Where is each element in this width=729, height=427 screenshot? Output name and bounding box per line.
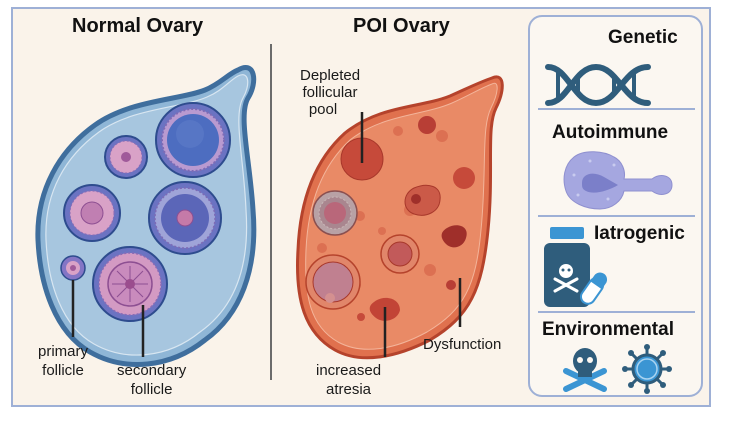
label-line: primary <box>38 343 89 360</box>
causes-panel: Genetic Autoimmune Iatrogenic Environmen… <box>528 15 703 397</box>
antral-follicle-2 <box>148 181 222 255</box>
normal-ovary-title: Normal Ovary <box>72 15 204 37</box>
poison-bottle-pill-icon <box>544 227 608 307</box>
section-separator <box>538 108 695 110</box>
poi-ovary-title: POI Ovary <box>353 15 450 37</box>
secondary-follicle-label: secondary follicle <box>117 361 186 399</box>
growing-follicle <box>104 135 148 179</box>
growing-follicle-large <box>63 184 121 242</box>
section-separator <box>538 311 695 313</box>
primary-follicle-label: primary follicle <box>38 342 88 380</box>
panel-divider <box>270 44 272 380</box>
antral-follicle <box>155 102 231 178</box>
label-line: pool <box>308 101 338 118</box>
cystic-follicle <box>305 254 361 310</box>
label-line: secondary <box>117 362 187 379</box>
atretic-follicle <box>380 234 420 274</box>
remaining-follicle <box>312 190 358 236</box>
iatrogenic-label: Iatrogenic <box>594 223 685 244</box>
label-line: follicular <box>302 84 358 101</box>
genetic-label: Genetic <box>608 27 678 48</box>
label-line: follicle <box>42 362 84 379</box>
label-line: increased <box>316 362 382 379</box>
dna-icon <box>545 63 651 107</box>
autoimmune-label: Autoimmune <box>552 122 669 143</box>
immune-cell-icon <box>563 151 673 210</box>
label-line: follicle <box>130 381 173 398</box>
section-separator <box>538 215 695 217</box>
label-line: Depleted <box>300 67 361 84</box>
virus-icon <box>622 344 672 394</box>
dysfunction-label: Dysfunction <box>423 336 502 353</box>
label-line: atresia <box>326 381 372 398</box>
environmental-label: Environmental <box>542 319 674 340</box>
depleted-pool-label: Depleted follicular pool <box>300 67 360 118</box>
secondary-follicle <box>92 246 168 322</box>
skull-crossbones-icon <box>563 348 607 392</box>
increased-atresia-label: increased atresia <box>316 361 381 399</box>
